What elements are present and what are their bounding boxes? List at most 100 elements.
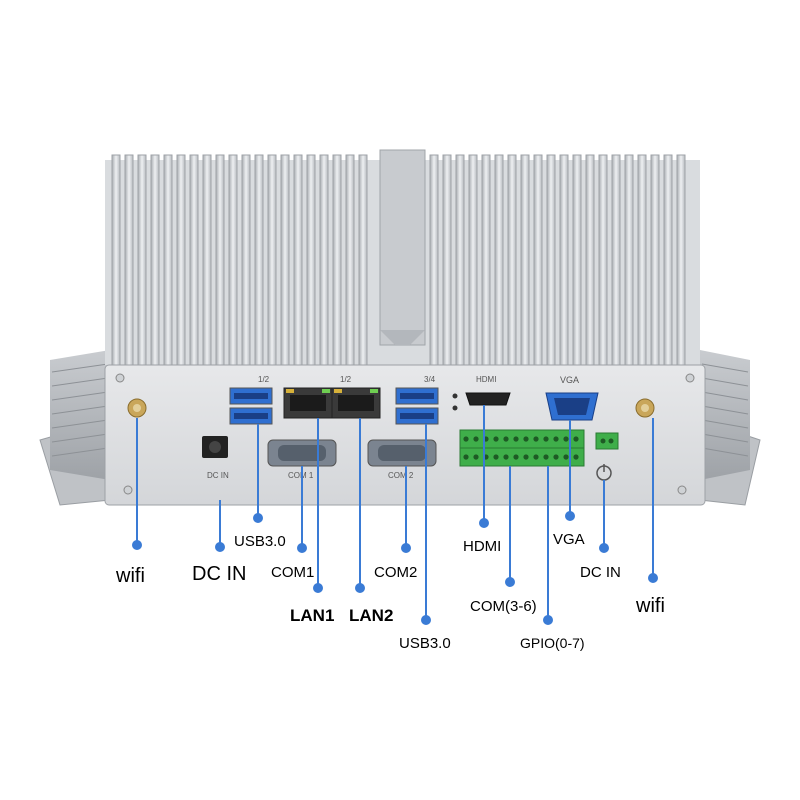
hdmi-panel-label: HDMI	[476, 375, 497, 384]
heatsink-fin	[429, 154, 439, 366]
callout-lan1: LAN1	[290, 606, 335, 625]
heatsink-fin	[650, 154, 660, 366]
wifi-antenna-left	[127, 398, 147, 418]
heatsink-fin	[468, 154, 478, 366]
terminal-pin	[493, 436, 499, 442]
heatsink-fin	[481, 154, 491, 366]
heatsink-fin	[254, 154, 264, 366]
heatsink-fin	[306, 154, 316, 366]
usb-ports-3-4	[395, 387, 439, 425]
heatsink-fin	[624, 154, 634, 366]
heatsink-fin	[215, 154, 225, 366]
com1-panel-label: COM 1	[288, 471, 314, 480]
side-fins-left	[50, 350, 110, 480]
terminal-pin	[523, 454, 529, 460]
com1-port	[267, 439, 337, 467]
dcin-panel-label: DC IN	[207, 471, 229, 480]
terminal-pin	[513, 436, 519, 442]
terminal-pin	[563, 454, 569, 460]
heatsink-fin	[163, 154, 173, 366]
heatsink-fin	[572, 154, 582, 366]
heatsink-fin	[176, 154, 186, 366]
heatsink-fin	[637, 154, 647, 366]
terminal-pin	[553, 454, 559, 460]
terminal-pin	[533, 436, 539, 442]
dc-terminal-right	[595, 432, 619, 450]
callout-wifi-left: wifi	[116, 565, 145, 587]
heatsink-fin	[611, 154, 621, 366]
vga-port	[545, 392, 599, 421]
heatsink-fin	[598, 154, 608, 366]
heatsink-fin	[455, 154, 465, 366]
heatsink-fin	[137, 154, 147, 366]
heatsink-fin	[559, 154, 569, 366]
terminal-pin	[473, 436, 479, 442]
com2-panel-label: COM 2	[388, 471, 414, 480]
heatsink-fin	[228, 154, 238, 366]
terminal-pin	[503, 436, 509, 442]
heatsink-fin	[150, 154, 160, 366]
heatsink-fin	[520, 154, 530, 366]
heatsink-fin	[332, 154, 342, 366]
com2-port	[367, 439, 437, 467]
heatsink-fin	[494, 154, 504, 366]
heatsink-fin	[663, 154, 673, 366]
heatsink-fin	[241, 154, 251, 366]
terminal-block	[459, 429, 585, 467]
callout-dc-in-left: DC IN	[192, 563, 247, 585]
terminal-pin	[543, 454, 549, 460]
hdmi-port	[465, 392, 511, 406]
heatsink-fin	[533, 154, 543, 366]
callout-usb30-right: USB3.0	[399, 635, 451, 652]
heatsink-fin	[111, 154, 121, 366]
terminal-pin	[563, 436, 569, 442]
heatsink-fin	[202, 154, 212, 366]
terminal-pin	[553, 436, 559, 442]
heatsink-fin	[280, 154, 290, 366]
terminal-pin	[573, 436, 579, 442]
terminal-pin	[503, 454, 509, 460]
wifi-antenna-right	[635, 398, 655, 418]
lan12-panel-label: 1/2	[340, 375, 352, 384]
heatsink-fin	[293, 154, 303, 366]
terminal-pin	[473, 454, 479, 460]
terminal-pin	[573, 454, 579, 460]
callout-wifi-right: wifi	[636, 595, 665, 617]
heatsink-fin	[124, 154, 134, 366]
terminal-pin	[483, 436, 489, 442]
callout-com1: COM1	[271, 564, 315, 581]
terminal-pin	[513, 454, 519, 460]
usb12-panel-label: 1/2	[258, 375, 270, 384]
heatsink-fin	[189, 154, 199, 366]
callout-gpio: GPIO(0-7)	[520, 635, 585, 651]
terminal-pin	[523, 436, 529, 442]
heatsink-fin	[546, 154, 556, 366]
heatsink-fin	[676, 154, 686, 366]
terminal-pin	[533, 454, 539, 460]
callout-dc-in-right: DC IN	[580, 564, 621, 581]
terminal-pin	[463, 454, 469, 460]
heatsink-fins	[105, 149, 700, 366]
callout-com2: COM2	[374, 564, 418, 581]
heatsink-fin	[358, 154, 368, 366]
usb34-panel-label: 3/4	[424, 375, 436, 384]
heatsink-fin	[345, 154, 355, 366]
heatsink-fin	[507, 154, 517, 366]
callout-hdmi: HDMI	[463, 538, 502, 555]
vga-panel-label: VGA	[560, 375, 580, 385]
side-fins-right	[700, 350, 750, 480]
terminal-pin	[493, 454, 499, 460]
callout-lan2: LAN2	[349, 606, 394, 625]
heatsink-fin	[442, 154, 452, 366]
heatsink-fin	[319, 154, 329, 366]
dc-jack-left	[202, 436, 228, 458]
terminal-pin	[483, 454, 489, 460]
callout-com36: COM(3-6)	[470, 598, 537, 615]
callout-usb30-left: USB3.0	[234, 533, 286, 550]
lan-ports	[283, 387, 381, 419]
usb-ports-1-2	[229, 387, 273, 425]
heatsink-fin	[585, 154, 595, 366]
terminal-pin	[463, 436, 469, 442]
